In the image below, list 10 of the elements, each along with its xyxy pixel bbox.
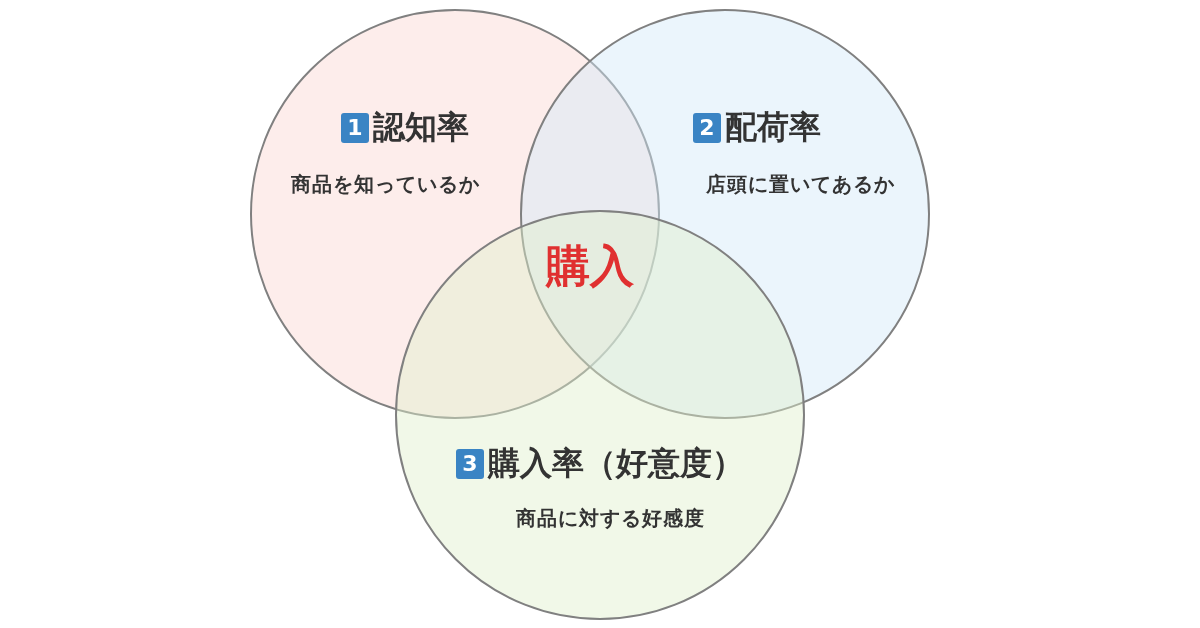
circle-heading: 購入率（好意度） xyxy=(488,443,744,484)
intersection-label: 購入 xyxy=(546,238,634,293)
number-badge: 2 xyxy=(693,113,721,143)
circle-heading: 配荷率 xyxy=(725,107,821,148)
number-badge: 1 xyxy=(341,113,369,143)
number-badge: 3 xyxy=(456,449,484,479)
circle-description: 商品に対する好感度 xyxy=(515,506,705,530)
circle-description: 店頭に置いてあるか xyxy=(705,172,895,196)
circle-description: 商品を知っているか xyxy=(290,172,480,196)
circle-heading: 認知率 xyxy=(373,107,469,148)
